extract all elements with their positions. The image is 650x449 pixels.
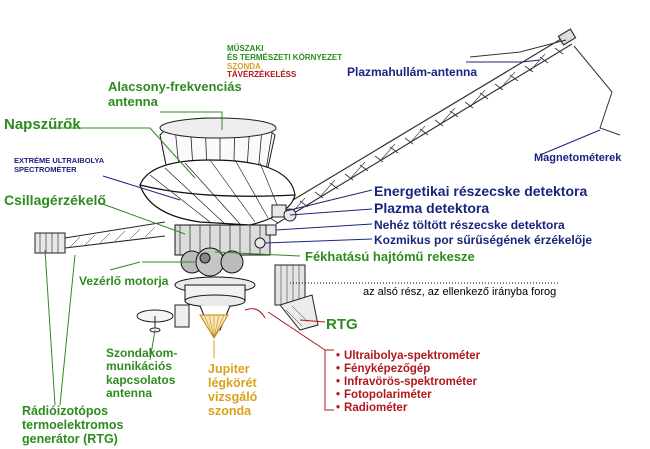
right-boom <box>274 264 319 331</box>
list-item: Infravörös-spektrométer <box>336 376 480 389</box>
spacecraft-bus <box>174 224 271 277</box>
legend-line-1: MŰSZAKI <box>227 44 264 53</box>
label-drive-motor: Vezérlő motorja <box>79 274 169 288</box>
label-jupiter-probe: Jupiter légkörét vizsgáló szonda <box>208 362 258 418</box>
antenna-dish <box>139 159 296 226</box>
leader-lines-navy <box>102 59 601 244</box>
label-energetic-particles: Energetikai részecske detektora <box>374 183 588 199</box>
label-probe-comm-antenna: Szondakom-munikációs kapcsolatos antenna <box>106 346 178 401</box>
legend: MŰSZAKI ÉS TERMÉSZETI KÖRNYEZET SZONDA T… <box>227 44 343 80</box>
label-dust: Kozmikus por sűrűségének érzékelője <box>374 233 593 247</box>
label-low-freq-antenna: Alacsony-frekvenciás antenna <box>108 79 242 109</box>
label-rtg: RTG <box>326 316 358 333</box>
list-item: Radiométer <box>336 402 480 415</box>
label-retro-bay: Fékhatású hajtómű rekesze <box>305 249 475 264</box>
label-heavy-ion: Nehéz töltött részecske detektora <box>374 218 565 232</box>
label-uv-spectrometer: EXTRÉME ULTRAIBOLYA SPECTROMÉTER <box>14 156 104 174</box>
list-item: Fényképezőgép <box>336 363 480 376</box>
label-magnetometers: Magnetométerek <box>534 152 622 164</box>
magnetometer-boom <box>267 28 577 225</box>
label-plasma-wave-antenna: Plazmahullám-antenna <box>347 65 478 79</box>
legend-line-2: ÉS TERMÉSZETI KÖRNYEZET <box>227 52 343 62</box>
plasma-wave-antenna <box>469 39 621 136</box>
label-star-sensor: Csillagérzékelő <box>4 192 106 208</box>
probe-comm-antenna-dish <box>136 304 190 333</box>
label-lower-part: az alsó rész, az ellenkező irányba forog <box>363 286 557 298</box>
list-item: Ultraibolya-spektrométer <box>336 350 480 363</box>
leader-lines-green <box>44 111 301 406</box>
jupiter-probe-cone <box>199 314 229 339</box>
label-sun-filters: Napszűrők <box>4 116 81 133</box>
label-rtg-full: Rádióizotópos termoelektromos generátor … <box>22 404 124 446</box>
remote-sensing-list: Ultraibolya-spektrométer Fényképezőgép I… <box>336 350 480 414</box>
legend-line-3: SZONDA <box>227 61 261 71</box>
leader-lines-red <box>244 308 334 411</box>
legend-line-4: TÁVÉRZÉKELÉSS <box>227 70 297 80</box>
label-plasma: Plazma detektora <box>374 200 490 216</box>
rtg-boom-left <box>34 221 166 254</box>
list-item: Fotopolariméter <box>336 389 480 402</box>
